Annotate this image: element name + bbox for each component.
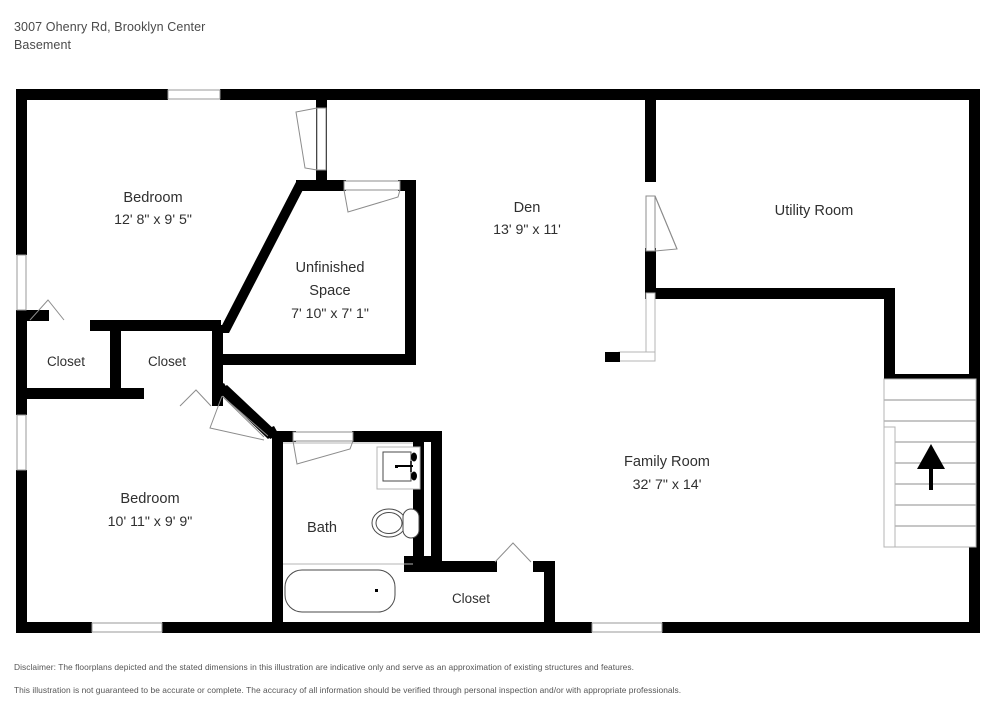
exterior-walls bbox=[16, 89, 980, 633]
label-closet-3: Closet bbox=[452, 591, 490, 606]
floor-level: Basement bbox=[14, 38, 72, 52]
label-closet-1: Closet bbox=[47, 354, 85, 369]
bifold-closet-3 bbox=[494, 542, 532, 563]
room-labels: Bedroom 12' 8" x 9' 5" Unfinished Space … bbox=[47, 190, 853, 606]
disclaimer-line-1: Disclaimer: The floorplans depicted and … bbox=[14, 662, 634, 672]
door-utility-room bbox=[645, 195, 678, 252]
dim-bedroom-2: 10' 11" x 9' 9" bbox=[108, 514, 193, 530]
property-address: 3007 Ohenry Rd, Brooklyn Center bbox=[14, 20, 206, 34]
label-utility-room: Utility Room bbox=[775, 203, 854, 219]
toilet-fixture bbox=[371, 508, 420, 539]
label-bedroom-2: Bedroom bbox=[120, 491, 179, 507]
bath-fixtures bbox=[284, 446, 421, 613]
den-lower-wall-detail bbox=[605, 292, 656, 362]
windows bbox=[16, 89, 663, 633]
label-unfinished-space-2: Space bbox=[309, 283, 350, 299]
disclaimer-line-2: This illustration is not guaranteed to b… bbox=[14, 685, 682, 695]
label-closet-2: Closet bbox=[148, 354, 186, 369]
window-left-lower bbox=[16, 414, 27, 471]
interior-walls bbox=[16, 95, 555, 627]
right-side-walls bbox=[645, 95, 976, 427]
door-bath bbox=[292, 431, 354, 465]
dim-den: 13' 9" x 11' bbox=[493, 222, 561, 238]
label-unfinished-space: Unfinished bbox=[296, 260, 365, 276]
dim-bedroom-1: 12' 8" x 9' 5" bbox=[114, 212, 192, 228]
window-left-upper bbox=[16, 254, 27, 311]
label-bedroom-1: Bedroom bbox=[123, 190, 182, 206]
dim-unfinished-space: 7' 10" x 7' 1" bbox=[291, 306, 369, 322]
bathtub-fixture bbox=[284, 569, 396, 613]
bifold-closet-1 bbox=[29, 299, 65, 321]
staircase bbox=[883, 378, 977, 548]
bifold-closet-hall bbox=[179, 389, 212, 407]
bath-thin-divider bbox=[283, 442, 413, 565]
window-top bbox=[167, 89, 221, 100]
label-family-room: Family Room bbox=[624, 454, 710, 470]
label-den: Den bbox=[514, 200, 541, 216]
plan-footer: Disclaimer: The floorplans depicted and … bbox=[14, 660, 974, 706]
sink-fixture bbox=[376, 446, 421, 490]
door-unfinished-space bbox=[343, 180, 401, 213]
dim-family-room: 32' 7" x 14' bbox=[633, 477, 702, 493]
door-bedroom1-top bbox=[295, 107, 327, 171]
stairs-up-arrow bbox=[917, 444, 945, 490]
door-pivot-markers bbox=[215, 383, 279, 439]
plan-header: 3007 Ohenry Rd, Brooklyn Center Basement bbox=[14, 18, 205, 54]
window-bottom-left bbox=[91, 622, 163, 633]
bifold-door-symbols bbox=[29, 299, 532, 563]
door-hall-diagonal bbox=[209, 395, 269, 441]
window-bottom-right bbox=[591, 622, 663, 633]
label-bath: Bath bbox=[307, 520, 337, 536]
